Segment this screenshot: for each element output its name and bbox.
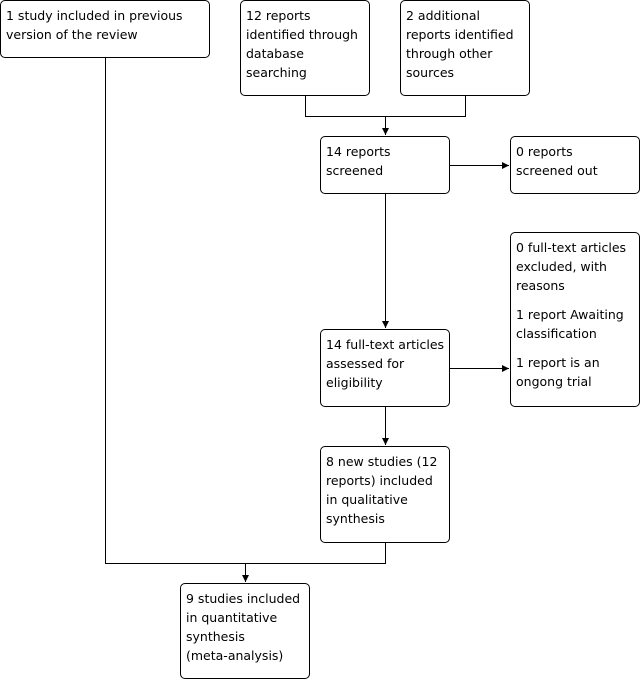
excluded-paragraph-gap	[516, 295, 635, 305]
other-sources-line-2: reports identified	[406, 27, 514, 42]
other-sources-box: 2 additional reports identified through …	[400, 0, 530, 96]
excluded-para3-line-2: ongong trial	[516, 374, 592, 389]
fulltext-assessed-box: 14 full-text articles assessed for eligi…	[320, 329, 450, 407]
database-search-line-1: 12 reports	[246, 8, 311, 23]
screened-line-2: screened	[326, 163, 384, 178]
quantitative-line-2: in quantitative	[186, 610, 278, 625]
previous-version-box: 1 study included in previous version of …	[0, 0, 210, 58]
other-sources-line-3: through other	[406, 46, 493, 61]
quantitative-synthesis-box: 9 studies included in quantitative synth…	[180, 583, 310, 679]
qualitative-line-2: reports) included	[326, 473, 433, 488]
screened-line-1: 14 reports	[326, 144, 391, 159]
database-search-line-2: identified through	[246, 27, 358, 42]
screened-out-line-2: screened out	[516, 163, 598, 178]
screened-out-box: 0 reports screened out	[510, 136, 640, 194]
screened-out-line-1: 0 reports	[516, 144, 573, 159]
excluded-para2-line-1: 1 report Awaiting	[516, 307, 624, 322]
database-search-line-4: searching	[246, 65, 307, 80]
qualitative-line-3: in qualitative	[326, 492, 408, 507]
fulltext-line-3: eligibility	[326, 375, 383, 390]
fulltext-line-1: 14 full-text articles	[326, 337, 445, 352]
qualitative-line-4: synthesis	[326, 511, 385, 526]
previous-version-line-1: 1 study included in previous	[6, 8, 183, 23]
excluded-para3-line-1: 1 report is an	[516, 355, 600, 370]
excluded-para1-line-1: 0 full-text articles	[516, 240, 627, 255]
quantitative-line-3: synthesis	[186, 629, 245, 644]
other-sources-line-4: sources	[406, 65, 455, 80]
connector-previous-to-merge	[105, 58, 246, 564]
excluded-paragraph-gap	[516, 343, 635, 353]
database-search-box: 12 reports identified through database s…	[240, 0, 370, 96]
excluded-para2-line-2: classification	[516, 326, 597, 341]
connector-database-to-merge	[305, 96, 386, 117]
qualitative-line-1: 8 new studies (12	[326, 454, 438, 469]
connector-other-to-merge	[385, 96, 466, 117]
excluded-para1-line-3: reasons	[516, 278, 565, 293]
previous-version-line-2: version of the review	[6, 27, 138, 42]
other-sources-line-1: 2 additional	[406, 8, 481, 23]
excluded-box: 0 full-text articles excluded, with reas…	[510, 232, 640, 407]
fulltext-line-2: assessed for	[326, 356, 405, 371]
screened-box: 14 reports screened	[320, 136, 450, 194]
quantitative-line-1: 9 studies included	[186, 591, 301, 606]
excluded-para1-line-2: excluded, with	[516, 259, 607, 274]
database-search-line-3: database	[246, 46, 304, 61]
qualitative-synthesis-box: 8 new studies (12 reports) included in q…	[320, 446, 450, 543]
quantitative-line-4: (meta-analysis)	[186, 648, 284, 663]
connector-qualitative-to-merge	[245, 543, 386, 564]
